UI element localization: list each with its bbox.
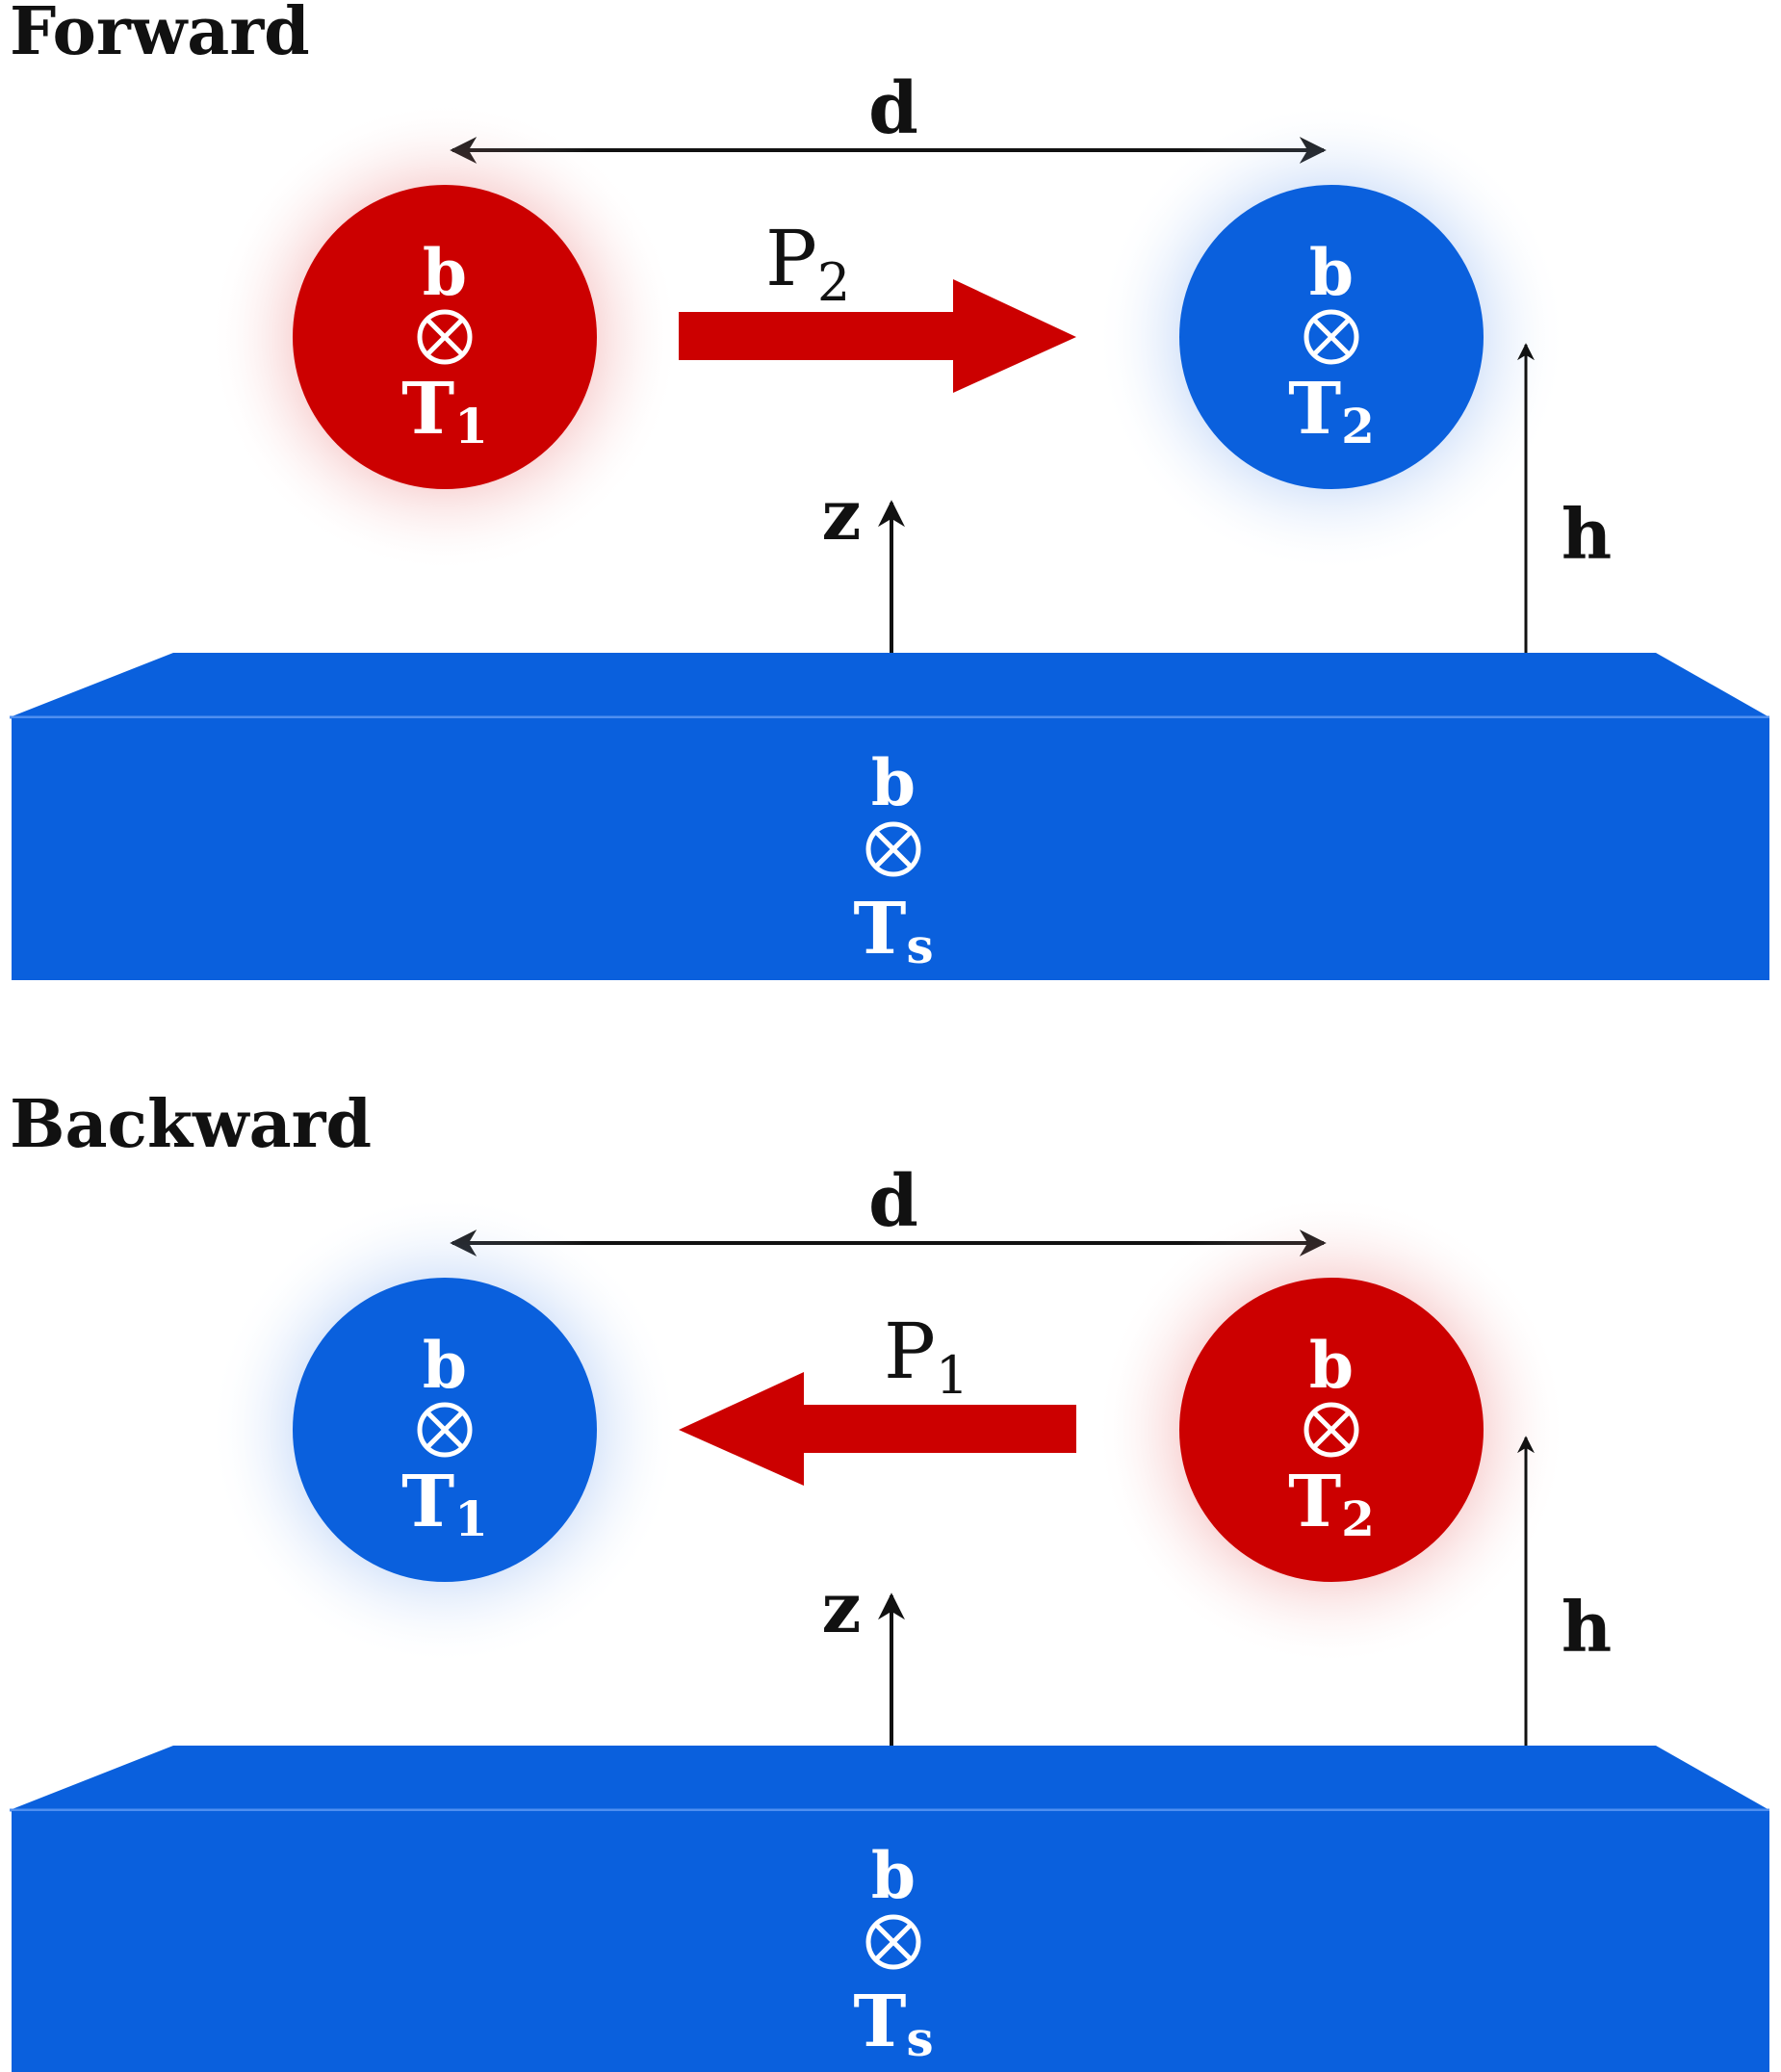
panel-title: Backward (10, 1086, 372, 1163)
panel-forward: Forward d b T1 b T2 (10, 0, 1769, 980)
into-page-icon (865, 1914, 921, 1970)
height-label: h (1562, 493, 1612, 575)
heat-flux-arrow (679, 279, 1076, 393)
substrate: b Ts (10, 653, 1769, 980)
height-label: h (1562, 1586, 1612, 1668)
into-page-icon (1303, 309, 1359, 365)
panel-title: Forward (10, 0, 310, 70)
z-axis-label: z (822, 474, 862, 556)
substrate-field: b (871, 745, 916, 820)
right-particle-temperature: T2 (1288, 368, 1375, 454)
heat-flux-label: P1 (884, 1307, 968, 1406)
distance-label: d (868, 67, 918, 150)
right-particle: b T2 (1096, 101, 1567, 573)
right-particle-field: b (1309, 235, 1354, 310)
substrate-top (10, 653, 1769, 717)
into-page-icon (1303, 1402, 1359, 1458)
into-page-icon (417, 309, 473, 365)
substrate: b Ts (10, 1746, 1769, 2072)
right-particle-temperature: T2 (1288, 1461, 1375, 1547)
left-particle-temperature: T1 (401, 368, 488, 454)
substrate-temperature: Ts (853, 888, 933, 974)
substrate-field: b (871, 1838, 916, 1913)
left-particle-temperature: T1 (401, 1461, 488, 1547)
into-page-icon (865, 821, 921, 877)
right-particle: b T2 (1096, 1194, 1567, 1666)
left-particle: b T1 (209, 1194, 681, 1666)
distance-label: d (868, 1160, 918, 1243)
right-particle-field: b (1309, 1328, 1354, 1403)
heat-flux-label: P2 (765, 214, 850, 313)
into-page-icon (417, 1402, 473, 1458)
left-particle-field: b (423, 1328, 467, 1403)
substrate-top (10, 1746, 1769, 1810)
left-particle: b T1 (209, 101, 681, 573)
panel-backward: Backward d b T1 b T2 (10, 1086, 1769, 2072)
substrate-temperature: Ts (853, 1981, 933, 2067)
heat-flux-arrow (679, 1372, 1076, 1486)
z-axis-label: z (822, 1567, 862, 1648)
left-particle-field: b (423, 235, 467, 310)
